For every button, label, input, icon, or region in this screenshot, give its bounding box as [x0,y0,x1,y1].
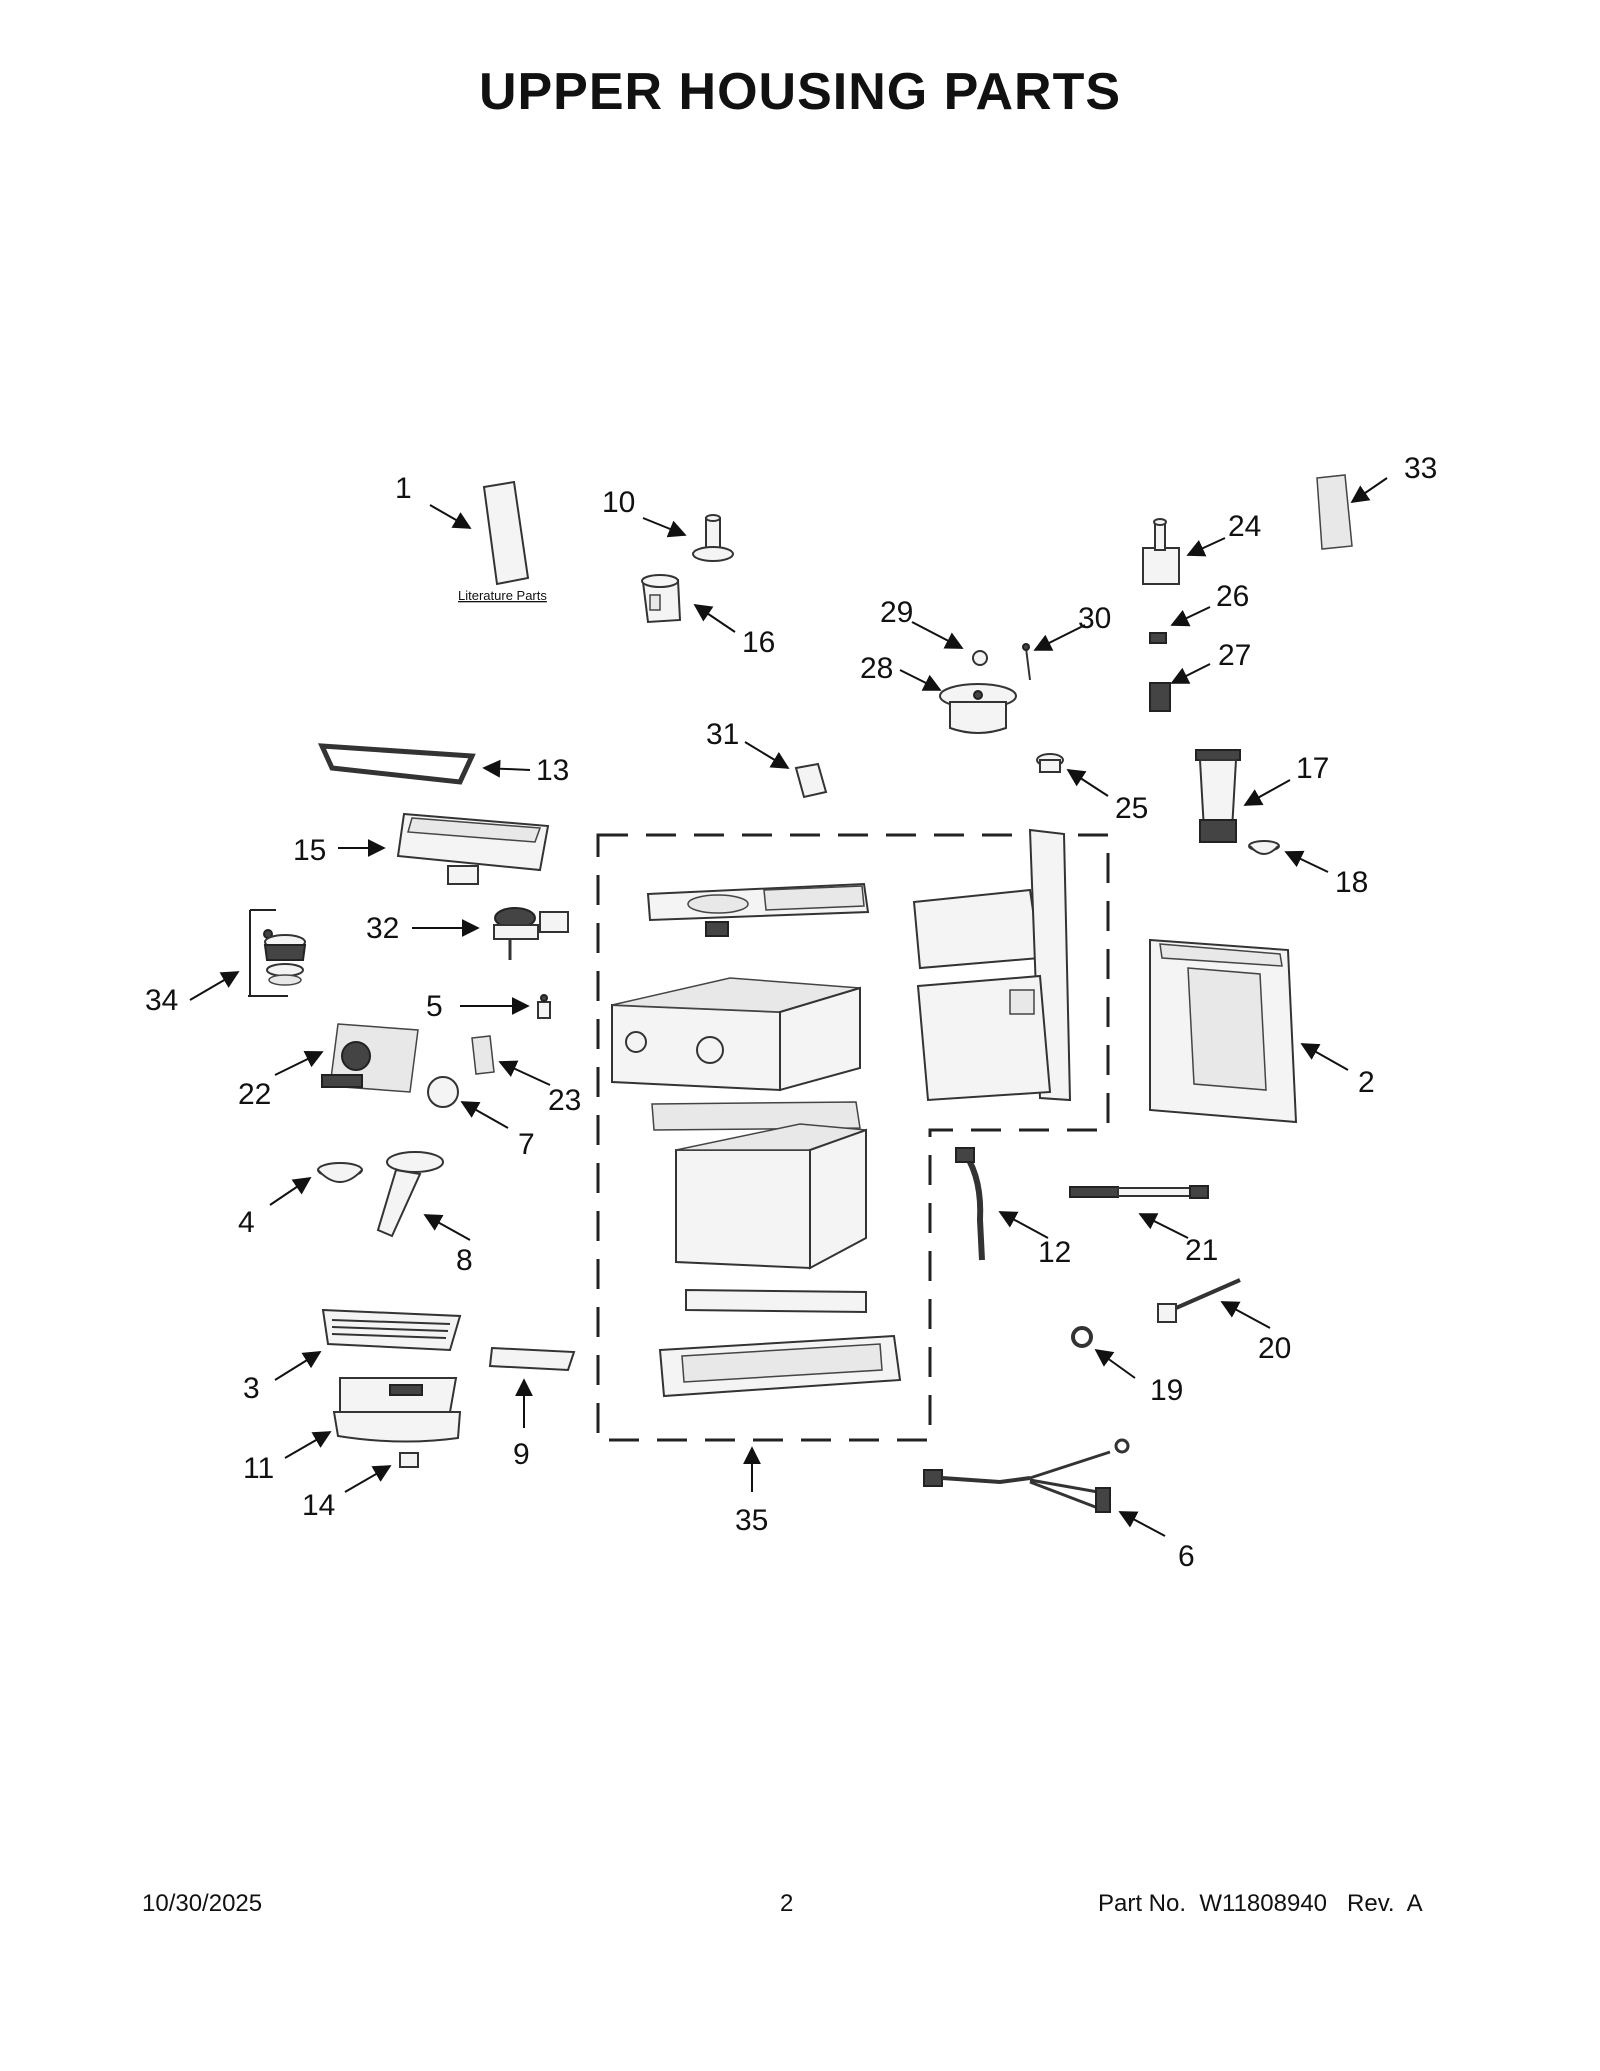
callout-24: 24 [1228,510,1261,543]
callout-22: 22 [238,1078,271,1111]
callout-13: 13 [536,754,569,787]
callout-labels: 1 2 3 4 5 6 7 8 9 10 11 12 13 14 15 16 1… [145,452,1437,1573]
part-8[interactable] [376,1151,444,1238]
part-27[interactable] [1149,682,1171,712]
part-16[interactable] [641,574,682,624]
callout-25: 25 [1115,792,1148,825]
callout-2: 2 [1358,1066,1375,1099]
literature-parts-label: Literature Parts [458,588,547,603]
footer-page-number: 2 [780,1890,794,1917]
page-title: UPPER HOUSING PARTS [478,63,1122,121]
part-26[interactable] [1149,632,1167,644]
part-21[interactable] [1069,1185,1209,1199]
part-24[interactable] [1142,518,1180,585]
footer-part-number: Part No. W11808940 Rev. A [1098,1890,1423,1917]
callout-30: 30 [1078,602,1111,635]
part-23[interactable] [471,1035,495,1075]
part-14[interactable] [399,1452,419,1468]
callout-16: 16 [742,626,775,659]
part-32[interactable] [493,907,569,960]
callout-21: 21 [1185,1234,1218,1267]
callout-arrows [189,477,1388,1537]
callout-11: 11 [243,1452,274,1485]
part-30[interactable] [1022,643,1031,681]
callout-15: 15 [293,834,326,867]
callout-9: 9 [513,1438,530,1471]
part-12[interactable] [955,1147,985,1261]
callout-26: 26 [1216,580,1249,613]
part-7[interactable] [427,1076,459,1108]
callout-32: 32 [366,912,399,945]
part-1-literature[interactable] [482,480,530,586]
part-22[interactable] [321,1023,419,1093]
callout-4: 4 [238,1206,255,1239]
part-34[interactable] [248,909,307,997]
callout-19: 19 [1150,1374,1183,1407]
part-5[interactable] [537,994,551,1019]
part-31[interactable] [794,762,828,799]
part-9[interactable] [488,1346,576,1372]
part-33[interactable] [1316,474,1353,550]
part-3[interactable] [321,1308,462,1352]
callout-34: 34 [145,984,178,1017]
part-6[interactable] [923,1438,1130,1513]
footer-date: 10/30/2025 [142,1890,263,1917]
callout-29: 29 [880,596,913,629]
callout-31: 31 [706,718,739,751]
callout-35: 35 [735,1504,768,1537]
callout-3: 3 [243,1372,260,1405]
callout-7: 7 [518,1128,535,1161]
part-19[interactable] [1071,1326,1093,1348]
assembly-boundary-35 [596,833,1110,1442]
part-4[interactable] [317,1162,363,1183]
part-15[interactable] [396,812,550,885]
part-internal-frame[interactable] [912,828,1072,1102]
callout-18: 18 [1335,866,1368,899]
part-17[interactable] [1195,749,1241,843]
callout-1: 1 [395,472,412,505]
callout-27: 27 [1218,639,1251,672]
callout-5: 5 [426,990,443,1023]
part-20[interactable] [1157,1278,1241,1323]
part-13[interactable] [317,743,476,785]
callout-12: 12 [1038,1236,1071,1269]
callout-20: 20 [1258,1332,1291,1365]
part-18[interactable] [1248,840,1280,855]
callout-10: 10 [602,486,635,519]
callout-23: 23 [548,1084,581,1117]
part-28[interactable] [939,683,1017,734]
callout-14: 14 [302,1489,335,1522]
callout-8: 8 [456,1244,473,1277]
callout-33: 33 [1404,452,1437,485]
part-10[interactable] [692,514,734,562]
callout-17: 17 [1296,752,1329,785]
part-35-assembly[interactable] [611,882,902,1398]
part-11[interactable] [332,1377,462,1443]
part-29[interactable] [972,650,988,666]
callout-28: 28 [860,652,893,685]
callout-6: 6 [1178,1540,1195,1573]
part-25[interactable] [1036,753,1064,773]
part-2[interactable] [1149,938,1298,1124]
